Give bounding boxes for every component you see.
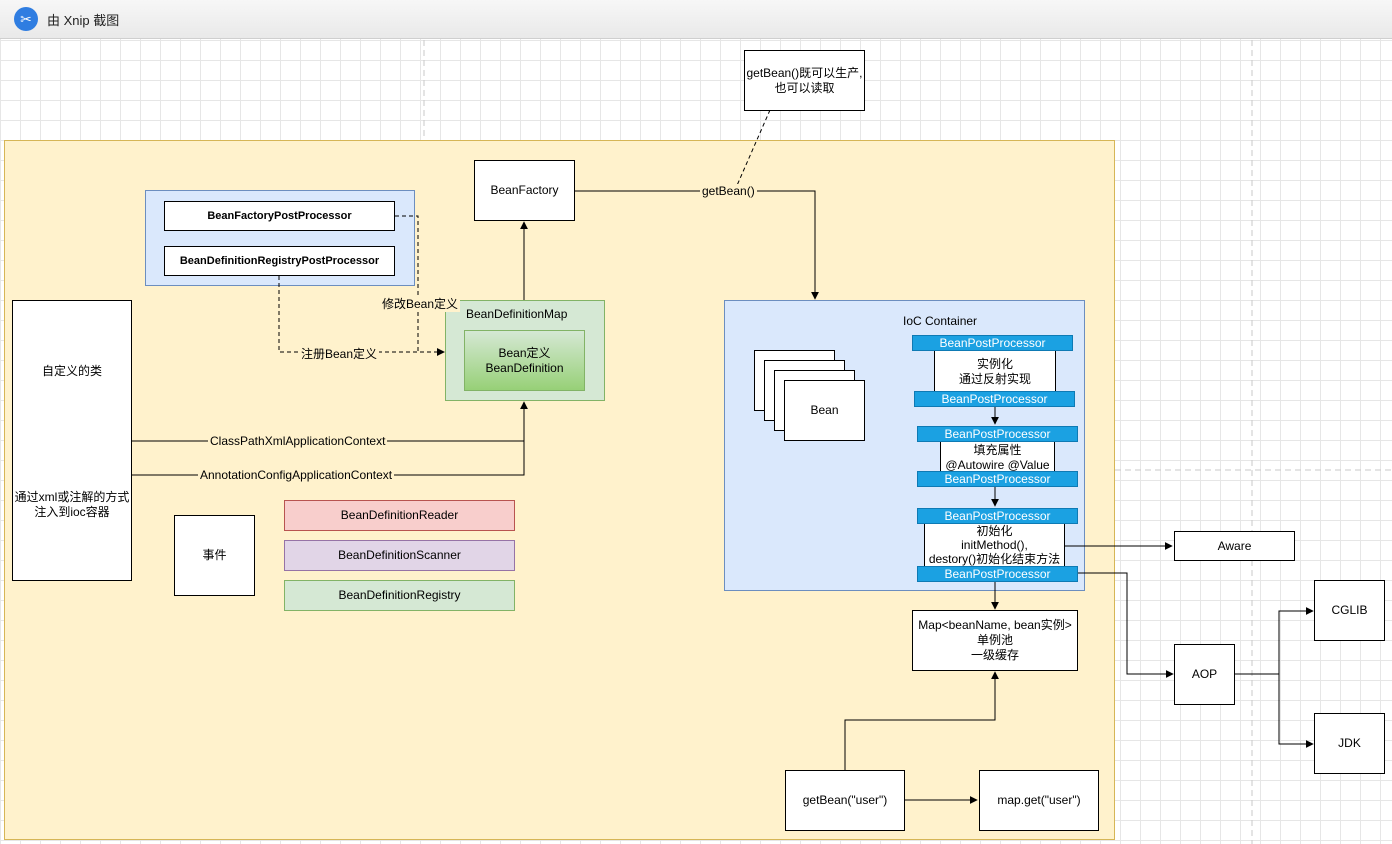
aware-node[interactable]: Aware	[1174, 531, 1295, 561]
scissors-icon[interactable]: ✂	[14, 7, 38, 31]
note-connector	[734, 109, 771, 191]
initialize-node[interactable]: 初始化 initMethod(), destory()初始化结束方法	[924, 522, 1065, 568]
edge-modify-bean	[395, 215, 445, 356]
edge-getbean	[575, 190, 819, 300]
singleton-pool-node[interactable]: Map<beanName, bean实例> 单例池 一级缓存	[912, 610, 1078, 671]
edge-aop	[1077, 572, 1174, 678]
bean-definition-node[interactable]: Bean定义 BeanDefinition	[464, 330, 585, 391]
edge-register-bean	[278, 276, 445, 356]
bpp-after-instantiate: BeanPostProcessor	[914, 391, 1075, 407]
instantiate-node[interactable]: 实例化 通过反射实现	[934, 350, 1056, 394]
getbean-user-node[interactable]: getBean("user")	[785, 770, 905, 831]
edge-cglib	[1235, 607, 1314, 675]
custom-class-node[interactable]: 自定义的类 通过xml或注解的方式 注入到ioc容器	[12, 300, 132, 581]
edge-user-to-pool	[844, 671, 999, 770]
aop-node[interactable]: AOP	[1174, 644, 1235, 705]
edge-modify-bean-label: 修改Bean定义	[380, 295, 461, 312]
bpp-before-populate: BeanPostProcessor	[917, 426, 1078, 442]
bpp-after-initialize: BeanPostProcessor	[917, 566, 1078, 582]
ioc-container-title: IoC Container	[903, 314, 978, 328]
getbean-note[interactable]: getBean()既可以生产, 也可以读取	[744, 50, 865, 111]
bpp-before-instantiate: BeanPostProcessor	[912, 335, 1073, 351]
event-node[interactable]: 事件	[174, 515, 255, 596]
bean-definition-reader-node[interactable]: BeanDefinitionReader	[284, 500, 515, 531]
bpp-after-populate: BeanPostProcessor	[917, 471, 1078, 487]
title-bar: ✂ 由 Xnip 截图	[0, 0, 1392, 39]
custom-class-title: 自定义的类	[41, 364, 102, 378]
custom-class-desc: 通过xml或注解的方式 注入到ioc容器	[14, 490, 130, 519]
bean-definition-registry-node[interactable]: BeanDefinitionRegistry	[284, 580, 515, 611]
bean-definition-registry-post-processor-node[interactable]: BeanDefinitionRegistryPostProcessor	[164, 246, 395, 276]
bpp-before-initialize: BeanPostProcessor	[917, 508, 1078, 524]
edge-jdk	[1278, 674, 1314, 748]
map-get-user-node[interactable]: map.get("user")	[979, 770, 1099, 831]
jdk-node[interactable]: JDK	[1314, 713, 1385, 774]
edge-register-bean-label: 注册Bean定义	[299, 345, 380, 362]
cglib-node[interactable]: CGLIB	[1314, 580, 1385, 641]
bean-factory-node[interactable]: BeanFactory	[474, 160, 575, 221]
bean-node[interactable]: Bean	[784, 380, 865, 441]
edge-classpath-label: ClassPathXmlApplicationContext	[208, 434, 388, 448]
bean-factory-post-processor-node[interactable]: BeanFactoryPostProcessor	[164, 201, 395, 231]
window-title: 由 Xnip 截图	[47, 12, 120, 28]
edge-getbean-label: getBean()	[700, 184, 757, 198]
bean-definition-map-title: BeanDefinitionMap	[466, 307, 568, 321]
bean-definition-scanner-node[interactable]: BeanDefinitionScanner	[284, 540, 515, 571]
populate-node[interactable]: 填充属性 @Autowire @Value	[940, 440, 1055, 476]
edge-annotation-label: AnnotationConfigApplicationContext	[198, 468, 395, 482]
